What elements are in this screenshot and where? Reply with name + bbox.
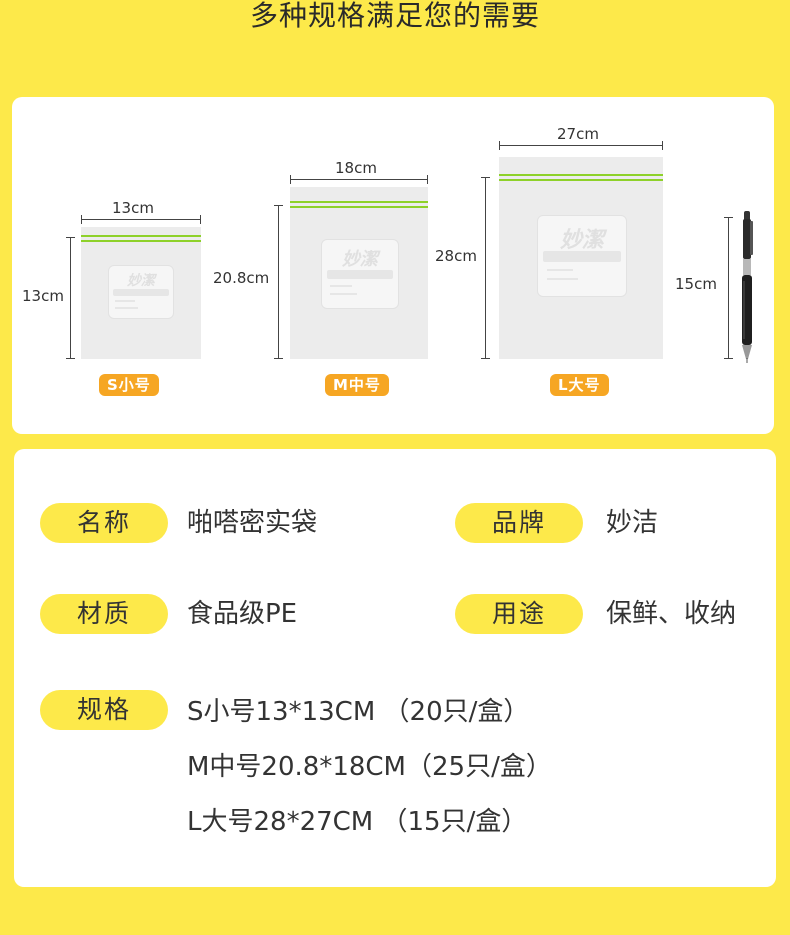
logo-text: 妙潔 [342,249,378,271]
spec-label-usage: 用途 [455,594,583,634]
logo-text: 妙潔 [559,228,604,254]
bag-logo-plate: 妙潔 [108,265,174,319]
pen-height-label: 15cm [675,275,717,293]
bag-image-medium: 妙潔 [290,187,428,359]
spec-label-name: 名称 [40,503,168,543]
bag-image-large: 妙潔 [499,157,663,359]
spec-value-brand: 妙洁 [606,508,659,538]
bag-logo-plate: 妙潔 [321,239,399,309]
bag-width-label: 27cm [557,125,599,143]
spec-size-line-small: S小号13*13CM （20只/盒） [187,697,530,727]
bag-width-label: 18cm [335,159,377,177]
pen-icon [742,211,753,363]
width-dimension-line [290,175,428,184]
bag-height-label: 28cm [435,247,477,265]
logo-text: 妙潔 [127,273,155,290]
height-dimension-line [724,217,733,359]
page-title: 多种规格满足您的需要 [249,0,540,32]
spec-label-material: 材质 [40,594,168,634]
spec-label-brand: 品牌 [455,503,583,543]
width-dimension-line [81,215,201,224]
bag-height-label: 20.8cm [213,269,270,287]
size-comparison-card: 13cm 13cm 妙潔 S小号 18cm 20.8cm 妙潔 [12,97,774,434]
height-dimension-line [66,237,75,359]
size-badge-large: L大号 [550,374,609,396]
bag-image-small: 妙潔 [81,227,201,359]
spec-value-material: 食品级PE [187,599,298,629]
height-dimension-line [274,205,283,359]
spec-size-line-large: L大号28*27CM （15只/盒） [187,807,528,837]
spec-value-usage: 保鲜、收纳 [606,599,737,629]
size-badge-medium: M中号 [325,374,389,396]
width-dimension-line [499,141,663,150]
bag-width-label: 13cm [112,199,154,217]
bag-height-label: 13cm [22,287,64,305]
spec-label-size: 规格 [40,690,168,730]
height-dimension-line [481,177,490,359]
specs-card: 名称 啪嗒密实袋 品牌 妙洁 材质 食品级PE 用途 保鲜、收纳 规格 S小号1… [14,449,776,887]
bag-logo-plate: 妙潔 [537,215,627,297]
size-badge-small: S小号 [99,374,159,396]
spec-value-name: 啪嗒密实袋 [187,508,318,538]
spec-size-line-medium: M中号20.8*18CM（25只/盒） [187,752,552,782]
